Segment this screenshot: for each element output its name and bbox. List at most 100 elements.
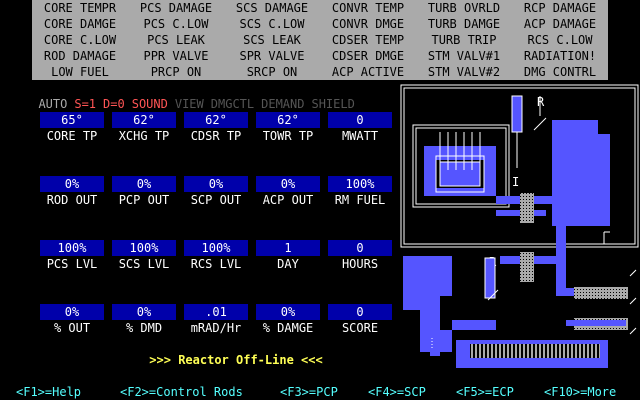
f2-control-rods[interactable]: <F2>=Control Rods <box>120 384 243 400</box>
annunciator-light: CONVR DMGE <box>331 17 405 31</box>
gauge: 62°TOWR TP <box>256 112 320 144</box>
reactor-vessel-inner <box>415 127 507 205</box>
gauge-label: % OUT <box>53 321 91 335</box>
gauge-label: RM FUEL <box>334 193 386 207</box>
cooling-tower <box>470 344 600 358</box>
mode-view[interactable]: VIEW <box>174 97 204 111</box>
gauge-value: 0% <box>112 176 176 192</box>
gauge-label: SCP OUT <box>190 193 242 207</box>
containment-outer <box>400 84 639 248</box>
f2-key: <F2> <box>120 385 149 399</box>
gauge-label: PCS LVL <box>46 257 98 271</box>
gauge: 0%ACP OUT <box>256 176 320 208</box>
secondary-pressurizer <box>484 257 496 299</box>
annunciator-light: LOW FUEL <box>51 65 109 79</box>
gauge: 0%ROD OUT <box>40 176 104 208</box>
gauge-value: 62° <box>256 112 320 128</box>
f1-help[interactable]: <F1>=Help <box>16 384 81 400</box>
mode-sound[interactable]: SOUND <box>131 97 168 111</box>
control-rods <box>439 132 481 170</box>
gauge-value: 0% <box>40 176 104 192</box>
primary-pump <box>520 193 534 223</box>
annunciator-light: PRCP ON <box>150 65 202 79</box>
gauge: 65°CORE TP <box>40 112 104 144</box>
f10-more[interactable]: <F10>=More <box>544 384 616 400</box>
gauge-label: SCS LVL <box>118 257 170 271</box>
reactor-status: >>> Reactor Off-Line <<< <box>149 353 323 367</box>
gauge-label: ROD OUT <box>46 193 98 207</box>
primary-pump-label: I <box>512 175 519 189</box>
gauge: 0%% OUT <box>40 304 104 336</box>
f3-key: <F3> <box>280 385 309 399</box>
mode-shield[interactable]: SHIELD <box>311 97 355 111</box>
condenser-drain <box>430 330 440 356</box>
annunciator-light: CDSER TEMP <box>331 33 405 47</box>
mode-d[interactable]: D=0 <box>103 97 125 111</box>
annunciator-light: SPR VALVE <box>239 49 305 63</box>
f5-ecp[interactable]: <F5>=ECP <box>456 384 514 400</box>
gauge-label: CORE TP <box>46 129 98 143</box>
gauge-value: 65° <box>40 112 104 128</box>
annunciator-light: PCS C.LOW <box>143 17 209 31</box>
annunciator-light: ACP ACTIVE <box>331 65 405 79</box>
f4-scp[interactable]: <F4>=SCP <box>368 384 426 400</box>
annunciator-light: RCP DAMAGE <box>523 1 597 15</box>
f4-label: =SCP <box>396 385 426 399</box>
mode-s[interactable]: S=1 <box>74 97 97 111</box>
gauge-value: 0% <box>256 176 320 192</box>
gauge-value: 0% <box>40 304 104 320</box>
annunciator-light: STM VALV#2 <box>427 65 501 79</box>
mode-demand[interactable]: DEMAND <box>261 97 305 111</box>
f10-label: =More <box>580 385 617 399</box>
gauge-value: .01 <box>184 304 248 320</box>
annunciator-light: SCS LEAK <box>243 33 301 47</box>
mode-line: AUTO S=1 D=0 SOUND VIEW DMGCTL DEMAND SHIELD <box>24 80 362 111</box>
turbine-return <box>566 320 626 326</box>
gauge: 0%PCP OUT <box>112 176 176 208</box>
function-key-bar: <F1>=Help <F2>=Control Rods <F3>=PCP <F4… <box>0 384 640 400</box>
gauge-value: 0 <box>328 240 392 256</box>
secondary-valve <box>487 289 499 301</box>
gauge: 100%PCS LVL <box>40 240 104 272</box>
gauge-label: HOURS <box>341 257 379 271</box>
f3-label: =PCP <box>308 385 338 399</box>
f3-pcp[interactable]: <F3>=PCP <box>280 384 338 400</box>
annunciator-light: SRCP ON <box>246 65 298 79</box>
primary-pressurizer <box>511 95 523 133</box>
gauge-label: SCORE <box>341 321 379 335</box>
reactor-coolant <box>424 146 496 196</box>
gauge-value: 0% <box>112 304 176 320</box>
gauge: 100%SCS LVL <box>112 240 176 272</box>
gauge-label: DAY <box>277 257 299 271</box>
gauge: 0%SCP OUT <box>184 176 248 208</box>
annunciator-light: RADIATION! <box>523 49 597 63</box>
gauge-label: % DMD <box>125 321 163 335</box>
gauge-label: XCHG TP <box>118 129 170 143</box>
mode-dmgctl[interactable]: DMGCTL <box>210 97 255 111</box>
annunciator-light: RCS C.LOW <box>527 33 593 47</box>
condenser <box>403 256 452 352</box>
condenser-return <box>452 320 496 330</box>
f4-key: <F4> <box>368 385 397 399</box>
primary-valve-label: R <box>537 95 545 109</box>
gauge-value: 0% <box>184 176 248 192</box>
f1-label: =Help <box>44 385 82 399</box>
gauge-label: CDSR TP <box>190 129 242 143</box>
gauge-label: PCP OUT <box>118 193 170 207</box>
annunciator-light: SCS DAMAGE <box>235 1 309 15</box>
gauge: 62°CDSR TP <box>184 112 248 144</box>
containment-inner <box>403 87 636 245</box>
reactor-core <box>439 161 481 187</box>
mode-auto[interactable]: AUTO <box>38 97 68 111</box>
gauge-label: % DAMGE <box>262 321 314 335</box>
f2-label: =Control Rods <box>148 385 243 399</box>
gauge-label: TOWR TP <box>262 129 314 143</box>
gauge: 62°XCHG TP <box>112 112 176 144</box>
annunciator-light: PPR VALVE <box>143 49 209 63</box>
gauge-label: ACP OUT <box>262 193 314 207</box>
